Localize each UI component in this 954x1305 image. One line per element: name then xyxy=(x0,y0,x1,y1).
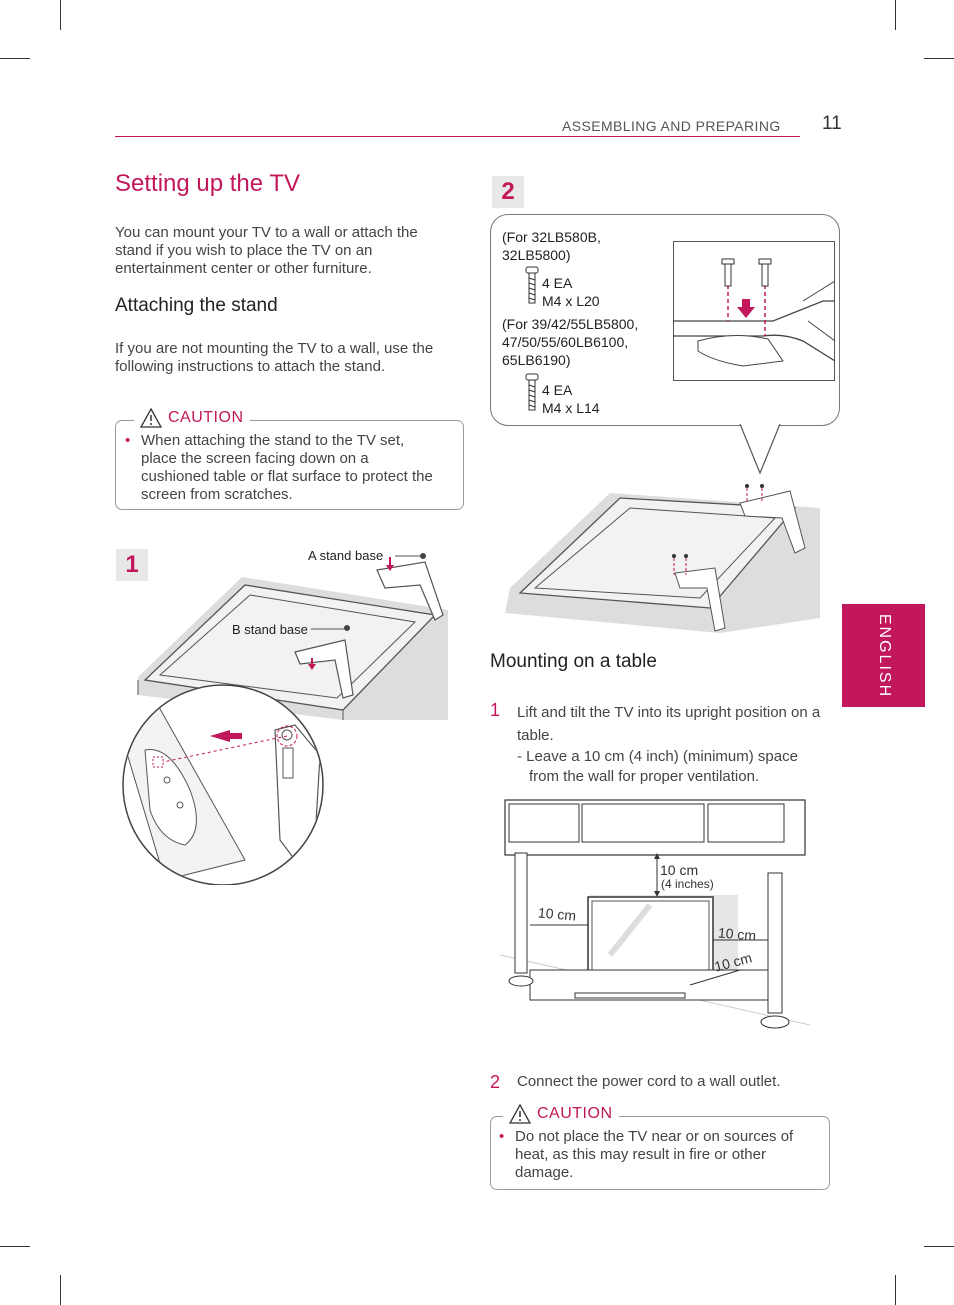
screw-icon xyxy=(525,266,539,304)
mount-step-1-note: - Leave a 10 cm (4 inch) (minimum) space… xyxy=(517,748,798,785)
mount-step-1-text: Lift and tilt the TV into its upright po… xyxy=(517,704,821,744)
crop-mark xyxy=(924,1246,954,1247)
step-1-badge: 1 xyxy=(116,549,148,581)
screw-icon xyxy=(525,373,539,411)
tv-back-illustration xyxy=(505,423,820,633)
mount-step-1-number: 1 xyxy=(490,700,501,720)
clearance-left: 10 cm xyxy=(537,904,577,924)
mount-step-2-text: Connect the power cord to a wall outlet. xyxy=(517,1073,781,1090)
attach-stand-heading: Attaching the stand xyxy=(115,295,278,316)
stand-b-label: B stand base xyxy=(232,622,308,637)
warning-icon xyxy=(509,1104,531,1124)
crop-mark xyxy=(0,58,30,59)
caution-label: CAUTION xyxy=(168,409,244,426)
attach-stand-text: If you are not mounting the TV to a wall… xyxy=(115,340,434,375)
section-title: ASSEMBLING AND PREPARING xyxy=(562,118,781,134)
crop-mark xyxy=(60,1275,61,1305)
page-title: Setting up the TV xyxy=(115,170,301,197)
screw-group1-size: M4 x L20 xyxy=(542,293,600,309)
caution-box-1: CAUTION •When attaching the stand to the… xyxy=(115,408,464,510)
step-2-badge: 2 xyxy=(492,176,524,208)
language-tab: ENGLISH xyxy=(842,604,925,707)
screw-group1-qty: 4 EA xyxy=(542,275,573,291)
crop-mark xyxy=(924,58,954,59)
mount-step-2-number: 2 xyxy=(490,1072,501,1092)
caution-header: CAUTION xyxy=(503,1104,619,1124)
clearance-top-inches: (4 inches) xyxy=(661,877,714,891)
caution-item: •When attaching the stand to the TV set,… xyxy=(125,432,433,503)
crop-mark xyxy=(60,0,61,30)
clearance-illustration xyxy=(500,799,810,1029)
clearance-right: 10 cm xyxy=(717,924,757,944)
screw-detail-illustration xyxy=(673,241,835,381)
intro-paragraph: You can mount your TV to a wall or attac… xyxy=(115,224,418,277)
crop-mark xyxy=(895,1275,896,1305)
language-tab-label: ENGLISH xyxy=(875,613,893,698)
screw-group2-qty: 4 EA xyxy=(542,382,573,398)
caution-label: CAUTION xyxy=(537,1105,613,1122)
screw-group2-size: M4 x L14 xyxy=(542,400,600,416)
screw-group2-models: (For 39/42/55LB5800, 47/50/55/60LB6100, … xyxy=(502,316,639,368)
clearance-top: 10 cm xyxy=(660,862,699,878)
crop-mark xyxy=(895,0,896,30)
mounting-heading: Mounting on a table xyxy=(490,651,657,672)
caution-box-2: CAUTION •Do not place the TV near or on … xyxy=(490,1104,830,1190)
stand-a-label: A stand base xyxy=(308,548,384,563)
page-number: 11 xyxy=(822,113,842,134)
stand-attach-illustration xyxy=(122,553,448,885)
header-rule xyxy=(115,136,800,137)
caution-header: CAUTION xyxy=(134,408,250,428)
screw-group1-models: (For 32LB580B, 32LB5800) xyxy=(502,229,601,263)
crop-mark xyxy=(0,1246,30,1247)
warning-icon xyxy=(140,408,162,428)
caution-item: •Do not place the TV near or on sources … xyxy=(499,1128,794,1181)
